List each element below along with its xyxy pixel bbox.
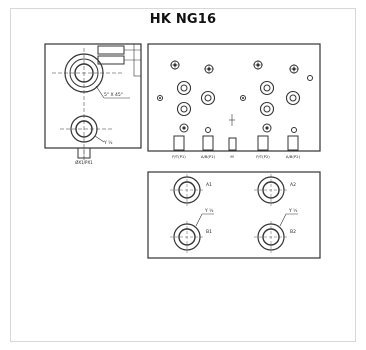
face-port-label-2: A/B(P1) bbox=[201, 154, 216, 159]
face-port-label-5: A/B(P2) bbox=[286, 154, 301, 159]
face-connector-5 bbox=[287, 135, 299, 151]
face-port-l8 bbox=[205, 127, 211, 133]
bottom-thread-label-left: Y ½ bbox=[204, 207, 214, 214]
bottom-port-a1-label: A1 bbox=[206, 182, 212, 188]
bottom-port-a1 bbox=[170, 174, 204, 206]
bottom-port-b1 bbox=[170, 221, 204, 253]
face-port-r8 bbox=[291, 127, 297, 133]
face-port-group-left bbox=[157, 60, 216, 133]
face-port-r4-inner bbox=[289, 94, 297, 102]
side-view-body bbox=[44, 43, 142, 149]
side-callout-leader bbox=[95, 85, 105, 99]
face-port-l7 bbox=[179, 123, 189, 133]
side-edge-tag bbox=[133, 43, 142, 77]
bottom-view-body bbox=[147, 171, 321, 259]
bottom-port-b1-label: B1 bbox=[206, 229, 212, 235]
face-port-r5 bbox=[259, 101, 275, 117]
face-port-l4 bbox=[200, 90, 216, 106]
side-bottom-label: ØX1/PX1 bbox=[75, 160, 93, 165]
face-port-l5-inner bbox=[180, 105, 188, 113]
side-connector-upper bbox=[97, 45, 125, 55]
face-port-r6 bbox=[240, 95, 246, 101]
bottom-thread-label-right: Y ½ bbox=[288, 207, 298, 214]
face-port-r7 bbox=[262, 123, 272, 133]
face-view: P/T(P1) A/B(P1) M P/T(P2) A/B(P2) bbox=[147, 43, 321, 159]
face-port-label-4: P/T(P2) bbox=[256, 154, 270, 159]
side-lower-leader bbox=[94, 135, 105, 143]
side-large-port-mid bbox=[69, 58, 99, 88]
face-port-l6-dot bbox=[159, 97, 161, 99]
face-connector-3 bbox=[228, 137, 237, 151]
bottom-thread-leader-right bbox=[279, 213, 298, 227]
bottom-view: A1 B1 A2 B2 Y ½ Y ½ bbox=[147, 171, 321, 259]
side-lower-port-outer bbox=[70, 115, 98, 143]
face-port-l3-inner bbox=[180, 84, 188, 92]
face-port-r3-inner bbox=[263, 84, 271, 92]
face-port-l5 bbox=[176, 101, 192, 117]
face-port-l7-dot bbox=[182, 126, 186, 130]
face-port-l6 bbox=[157, 95, 163, 101]
bottom-port-a2-label: A2 bbox=[290, 182, 296, 188]
face-view-body bbox=[147, 43, 321, 152]
side-view: 5° X 45° Y ½ ØX1/PX1 bbox=[44, 43, 142, 165]
face-port-group-right bbox=[240, 60, 313, 133]
bottom-thread-leader-left bbox=[195, 213, 214, 227]
side-connector-lower bbox=[97, 55, 125, 65]
face-port-r9 bbox=[307, 75, 313, 81]
face-port-l3 bbox=[176, 80, 192, 96]
side-callout-text: 5° X 45° bbox=[104, 92, 123, 98]
face-connector-1 bbox=[173, 135, 185, 151]
side-small-label: Y ½ bbox=[103, 139, 113, 146]
face-port-r4 bbox=[285, 90, 301, 106]
face-port-l4-inner bbox=[204, 94, 212, 102]
face-port-r6-dot bbox=[242, 97, 244, 99]
face-port-r5-inner bbox=[263, 105, 271, 113]
bottom-port-a2 bbox=[254, 174, 288, 206]
drawing-title: HK NG16 bbox=[149, 12, 217, 27]
bottom-port-b2 bbox=[254, 221, 288, 253]
face-bottom-connectors bbox=[173, 135, 299, 151]
side-large-port-outer bbox=[64, 53, 104, 93]
face-port-label-1: P/T(P1) bbox=[172, 154, 186, 159]
face-connector-2 bbox=[202, 135, 214, 151]
face-connector-4 bbox=[257, 135, 269, 151]
face-port-r7-dot bbox=[265, 126, 269, 130]
face-port-label-3: M bbox=[230, 154, 233, 159]
side-large-port-inner bbox=[74, 63, 94, 83]
side-lower-port-inner bbox=[75, 120, 93, 138]
bottom-port-b2-label: B2 bbox=[290, 229, 296, 235]
face-port-r3 bbox=[259, 80, 275, 96]
